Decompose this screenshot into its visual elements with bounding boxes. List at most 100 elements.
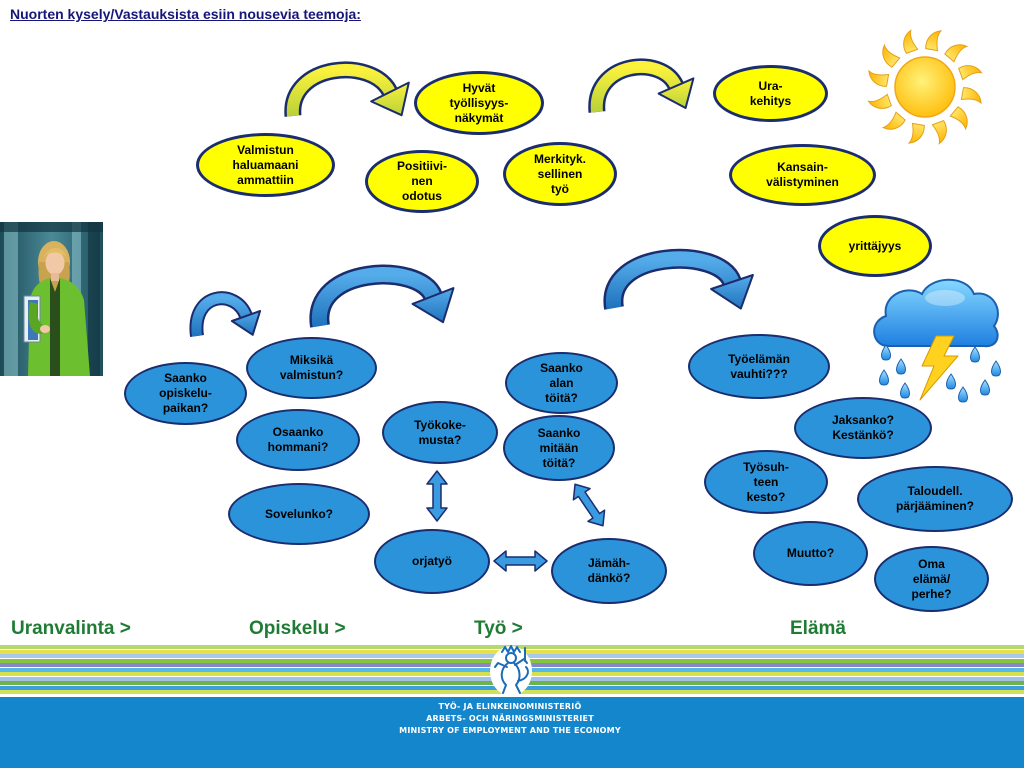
- concern-contract-length: Työsuh- teen kesto?: [704, 450, 828, 514]
- inner-top: [50, 278, 60, 376]
- photo-graphic: [0, 222, 103, 376]
- curved-arrow-blue-3: [603, 248, 754, 310]
- sun-ray: [875, 44, 901, 68]
- lion-body-left: [500, 662, 509, 694]
- concern-label: Saanko alan töitä?: [540, 360, 583, 405]
- sun-ray: [944, 37, 968, 63]
- sun-ray: [867, 93, 892, 114]
- concern-label: Työkoke- musta?: [414, 417, 466, 447]
- lion-arm-left: [494, 662, 508, 668]
- theme-meaningful-work: Merkityk. sellinen työ: [503, 142, 617, 206]
- theme-label: Ura- kehitys: [749, 78, 792, 108]
- concern-slave-work: orjatyö: [374, 529, 490, 594]
- concern-label: Työsuh- teen kesto?: [743, 459, 789, 504]
- ceiling: [0, 222, 103, 232]
- concern-competence: Osaanko hommani?: [236, 409, 360, 471]
- neck: [51, 273, 59, 281]
- concern-label: orjatyö: [411, 554, 452, 568]
- window-strip: [4, 222, 18, 376]
- concern-label: Jämäh- dänkö?: [587, 556, 631, 585]
- rain-drop: [879, 369, 889, 386]
- lion-figure: [494, 645, 529, 694]
- theme-internationalisation: Kansain- välistyminen: [729, 144, 876, 206]
- arrow-body: [312, 267, 440, 328]
- double-arrow-horizontal: [493, 550, 548, 572]
- double-arrow-diagonal: [572, 483, 606, 527]
- concern-study-place: Saanko opiskelu- paikan?: [124, 362, 247, 425]
- theme-label: Positiivi- nen odotus: [396, 159, 447, 203]
- arrow-head: [710, 274, 754, 310]
- concern-financial-coping: Taloudell. pärjääminen?: [857, 466, 1013, 532]
- theme-label: Hyvät työllisyys- näkymät: [449, 80, 509, 125]
- sun-ray: [898, 29, 919, 54]
- arrow-body: [606, 251, 740, 310]
- rain-drop: [980, 379, 990, 396]
- arrow-body: [286, 63, 396, 117]
- concern-label: Muutto?: [786, 546, 835, 560]
- sun-core: [894, 56, 956, 118]
- footer-band: [0, 697, 1024, 768]
- hair-bangs: [44, 248, 66, 257]
- rain-drop: [970, 346, 980, 363]
- arm: [28, 302, 46, 334]
- slide-title: Nuorten kysely/Vastauksista esiin nousev…: [10, 6, 361, 22]
- cloud-highlight: [925, 290, 965, 306]
- concern-fit: Sovelunko?: [228, 483, 370, 545]
- rain-drop: [896, 358, 906, 375]
- double-arrow-vertical: [426, 470, 448, 522]
- theme-label: Valmistun haluamaani ammattiin: [232, 142, 299, 187]
- concern-label: Taloudell. pärjääminen?: [895, 484, 975, 513]
- theme-career-development: Ura- kehitys: [713, 65, 828, 122]
- sun-icon: [866, 28, 984, 146]
- arrow-outline: [588, 58, 684, 113]
- rain-cloud-lightning-icon: [873, 278, 1001, 403]
- stage-life: Elämä: [790, 618, 846, 639]
- ministry-name: TYÖ- JA ELINKEINOMINISTERIÖ ARBETS- OCH …: [310, 701, 710, 737]
- face: [45, 251, 65, 275]
- concern-label: Saanko mitään töitä?: [537, 425, 581, 470]
- arrow-head: [370, 81, 410, 117]
- ministry-name-sv: ARBETS- OCH NÄRINGSMINISTERIET: [426, 714, 594, 723]
- concern-any-work: Saanko mitään töitä?: [503, 415, 615, 481]
- lion-crest-logo: [486, 644, 536, 698]
- window-frame: [88, 222, 100, 376]
- lion-head: [505, 652, 517, 664]
- theme-good-employment-outlook: Hyvät työllisyys- näkymät: [414, 71, 544, 135]
- theme-label: Merkityk. sellinen työ: [533, 151, 587, 196]
- ministry-name-en: MINISTRY OF EMPLOYMENT AND THE ECONOMY: [399, 726, 621, 735]
- stage-work: Työ >: [474, 618, 523, 639]
- concern-work-experience: Työkoke- musta?: [382, 401, 498, 464]
- hand: [40, 325, 50, 333]
- rain-drop: [900, 382, 910, 399]
- theme-desired-profession: Valmistun haluamaani ammattiin: [196, 133, 335, 197]
- concern-field-work: Saanko alan töitä?: [505, 352, 618, 414]
- theme-entrepreneurship: yrittäjyys: [818, 215, 932, 277]
- concern-label: Työelämän vauhti???: [728, 351, 790, 381]
- concern-why-graduate: Miksikä valmistun?: [246, 337, 377, 399]
- concern-label: Osaanko hommani?: [267, 425, 329, 454]
- sun-ray: [949, 106, 975, 130]
- rain-drop: [958, 386, 968, 403]
- arrow-head: [230, 310, 262, 336]
- curved-arrow-yellow-2: [588, 58, 695, 113]
- curved-arrow-blue-2: [309, 264, 455, 328]
- concern-label: Saanko opiskelu- paikan?: [159, 371, 212, 415]
- concern-label: Oma elämä/ perhe?: [911, 556, 952, 601]
- cloud-body: [873, 278, 999, 348]
- arrow-shape: [572, 483, 606, 527]
- lion-crest-graphic: [490, 645, 532, 696]
- concern-endurance: Jaksanko? Kestänkö?: [794, 397, 932, 459]
- theme-label: Kansain- välistyminen: [766, 160, 839, 189]
- lightning-bolt: [919, 335, 959, 401]
- rain-drop: [991, 360, 1001, 377]
- arrow-outline: [284, 61, 398, 117]
- theme-positive-expectation: Positiivi- nen odotus: [365, 150, 479, 213]
- concern-own-life-family: Oma elämä/ perhe?: [874, 546, 989, 612]
- arrow-head: [657, 77, 695, 109]
- theme-label: yrittäjyys: [848, 238, 902, 253]
- arrow-outline: [189, 291, 253, 337]
- rain-drop: [881, 344, 891, 361]
- curved-arrow-blue-1: [189, 291, 262, 337]
- sun-ray: [908, 122, 926, 146]
